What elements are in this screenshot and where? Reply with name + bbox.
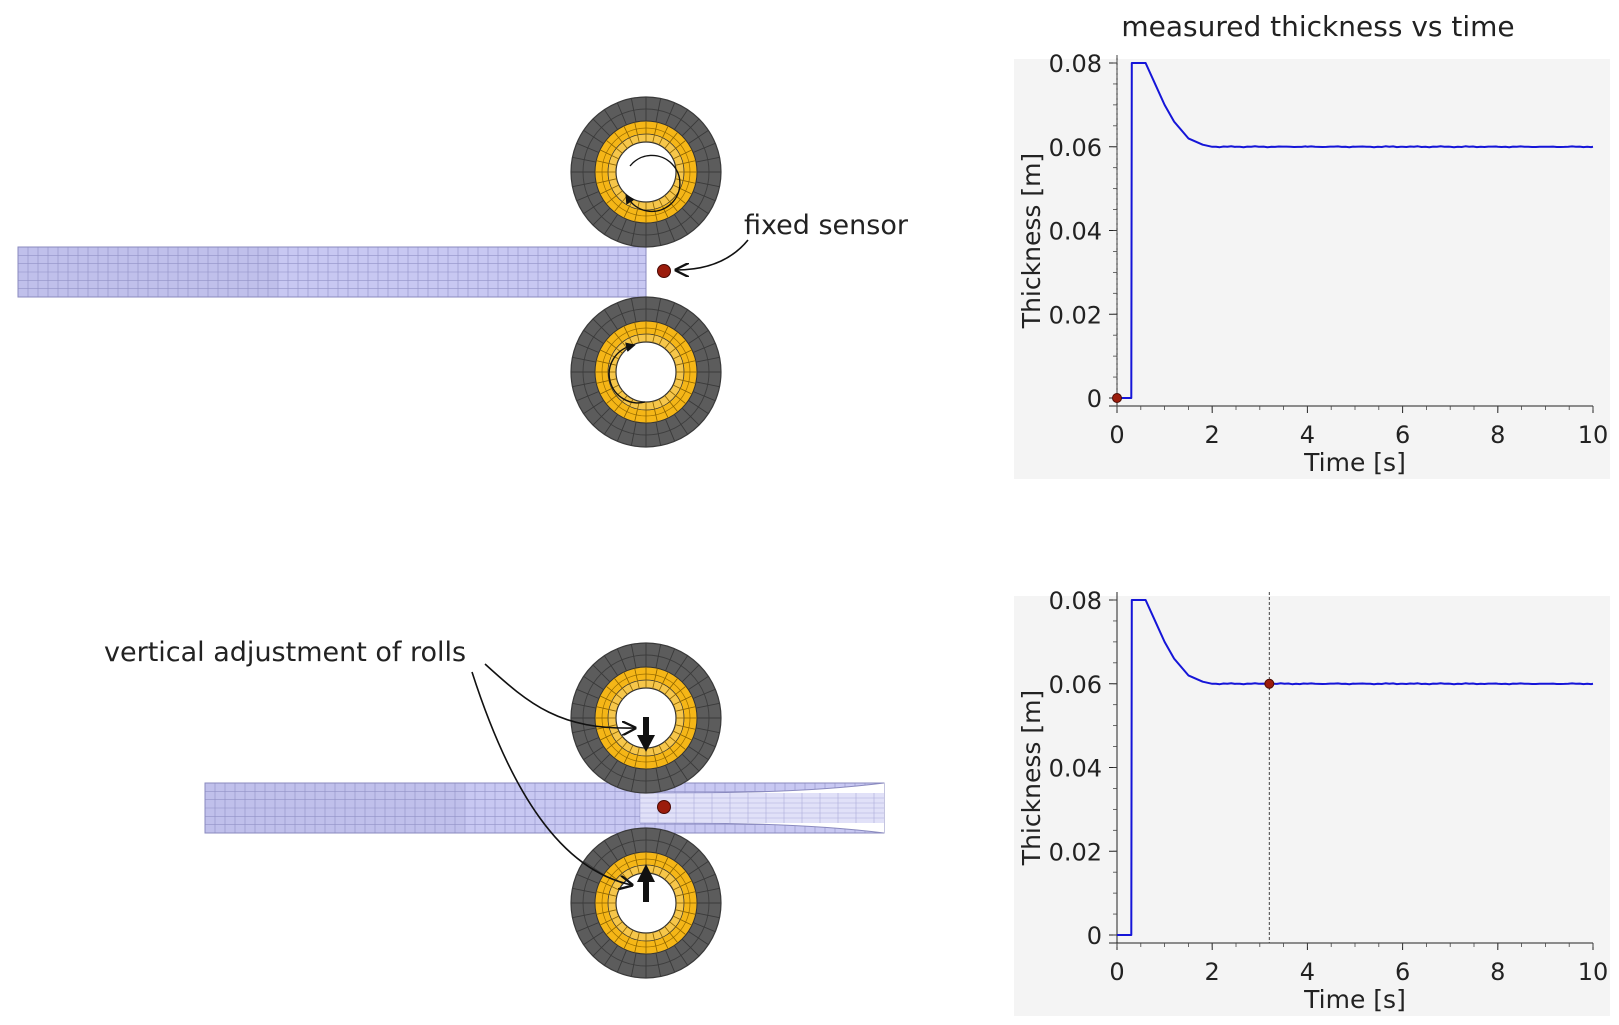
x-tick-label: 2 xyxy=(1205,958,1220,986)
y-axis-label: Thickness [m] xyxy=(1017,690,1046,866)
roll-top-upper xyxy=(570,96,722,248)
y-tick-label: 0.08 xyxy=(1049,587,1102,615)
x-tick-label: 4 xyxy=(1300,958,1315,986)
sensor-label: fixed sensor xyxy=(744,210,909,241)
down-arrow-icon xyxy=(637,717,655,752)
y-tick-label: 0 xyxy=(1087,385,1102,413)
y-tick-label: 0.02 xyxy=(1049,301,1102,329)
roll-bottom-lower xyxy=(570,827,722,979)
sensor-dot-icon xyxy=(657,800,671,814)
current-value-marker xyxy=(1112,393,1122,403)
rotation-arrow-icon xyxy=(608,342,646,404)
y-tick-label: 0.08 xyxy=(1049,50,1102,78)
x-tick-label: 6 xyxy=(1395,421,1410,449)
sensor-dot-icon xyxy=(657,264,671,278)
x-axis-label: Time [s] xyxy=(1303,448,1406,477)
y-tick-label: 0.06 xyxy=(1049,671,1102,699)
rolls-pointer-arrow-lower xyxy=(471,671,632,885)
rolls-pointer-arrow-upper xyxy=(484,663,635,728)
chart-title: measured thickness vs time xyxy=(1121,10,1514,43)
x-tick-label: 0 xyxy=(1109,421,1124,449)
x-tick-label: 8 xyxy=(1490,421,1505,449)
plot-background xyxy=(1014,59,1610,479)
x-axis-label: Time [s] xyxy=(1303,985,1406,1014)
thickness-series-line xyxy=(1117,599,1594,936)
y-tick-label: 0.04 xyxy=(1049,218,1102,246)
rolls-label: vertical adjustment of rolls xyxy=(104,637,466,668)
y-tick-label: 0.02 xyxy=(1049,838,1102,866)
roll-top-lower xyxy=(570,296,722,448)
rotation-arrow-icon xyxy=(625,154,681,213)
sensor-pointer-arrow xyxy=(676,239,749,270)
y-tick-label: 0 xyxy=(1087,922,1102,950)
x-tick-label: 8 xyxy=(1490,958,1505,986)
plot-background xyxy=(1014,596,1610,1016)
x-tick-label: 10 xyxy=(1578,421,1609,449)
thickness-series-line xyxy=(1117,62,1594,399)
metal-strip-bottom xyxy=(204,782,885,834)
x-tick-label: 6 xyxy=(1395,958,1410,986)
metal-strip-top xyxy=(17,246,647,298)
y-axis-label: Thickness [m] xyxy=(1017,153,1046,329)
x-tick-label: 10 xyxy=(1578,958,1609,986)
y-tick-label: 0.06 xyxy=(1049,134,1102,162)
y-tick-label: 0.04 xyxy=(1049,755,1102,783)
up-arrow-icon xyxy=(637,864,655,902)
x-tick-label: 4 xyxy=(1300,421,1315,449)
current-value-marker xyxy=(1264,678,1275,689)
x-tick-label: 0 xyxy=(1109,958,1124,986)
x-tick-label: 2 xyxy=(1205,421,1220,449)
